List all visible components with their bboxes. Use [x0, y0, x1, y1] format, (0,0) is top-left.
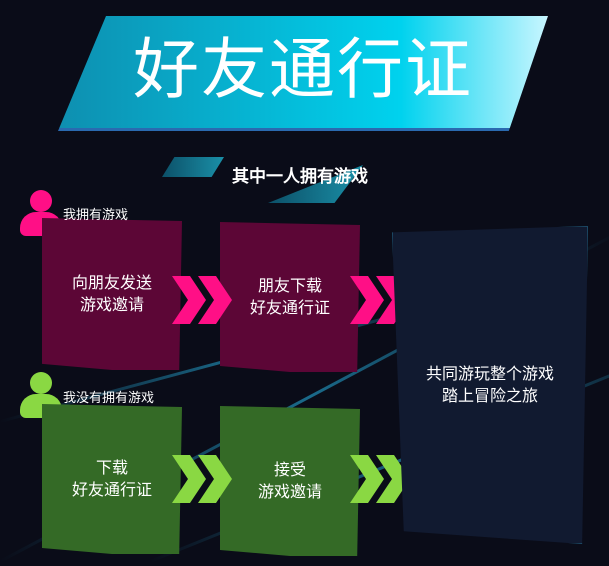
page-title: 好友通行证	[133, 31, 473, 108]
step-text: 朋友下载	[257, 276, 322, 295]
result-box: 共同游玩整个游戏踏上冒险之旅	[392, 226, 588, 544]
chevron-right-icon	[172, 455, 232, 503]
notown-step-1: 下载好友通行证	[42, 404, 182, 554]
notown-label: 我没有拥有游戏	[63, 391, 155, 406]
subtitle: 其中一人拥有游戏	[232, 167, 368, 187]
step-text: 向朋友发送	[71, 273, 152, 292]
own-step-2: 朋友下载好友通行证	[220, 222, 360, 372]
own-label: 我拥有游戏	[63, 208, 129, 223]
step-text: 接受	[273, 460, 306, 479]
own-step-1: 向朋友发送游戏邀请	[42, 218, 182, 370]
step-text: 好友通行证	[71, 480, 152, 499]
title-banner	[58, 16, 548, 131]
step-text: 好友通行证	[249, 298, 330, 317]
subtitle-decoration	[162, 157, 224, 177]
notown-step-2: 接受游戏邀请	[220, 406, 360, 556]
step-text: 游戏邀请	[257, 482, 322, 501]
step-text: 游戏邀请	[79, 295, 144, 314]
chevron-right-icon	[172, 276, 232, 324]
result-text: 共同游玩整个游戏	[425, 364, 554, 383]
result-text: 踏上冒险之旅	[441, 386, 538, 405]
step-text: 下载	[95, 458, 128, 477]
